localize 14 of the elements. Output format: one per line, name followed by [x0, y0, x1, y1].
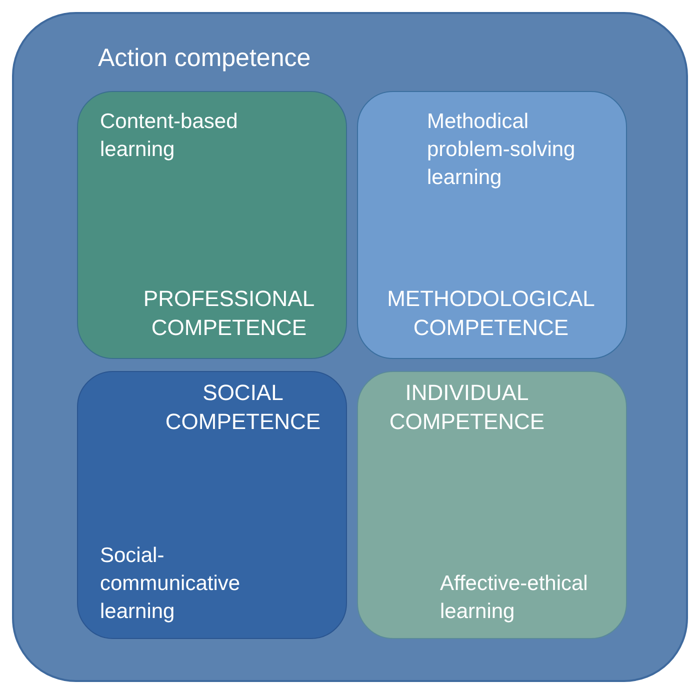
box-text: METHODOLOGICAL COMPETENCE	[386, 285, 596, 342]
panel-title: Action competence	[98, 43, 311, 74]
competence-box	[357, 371, 627, 639]
competence-box	[357, 91, 627, 359]
box-text: PROFESSIONAL COMPETENCE	[142, 285, 316, 342]
box-text: Content-based learning	[100, 109, 239, 163]
box-text: Methodical problem-solving learning	[427, 109, 576, 191]
competence-box	[77, 371, 347, 639]
box-text: Social-communicative learning	[100, 543, 242, 625]
box-text: Affective-ethical learning	[440, 571, 589, 625]
outer-panel	[12, 12, 688, 682]
competence-box	[77, 91, 347, 359]
box-text: INDIVIDUAL COMPETENCE	[388, 379, 546, 436]
box-text: SOCIAL COMPETENCE	[164, 379, 322, 436]
